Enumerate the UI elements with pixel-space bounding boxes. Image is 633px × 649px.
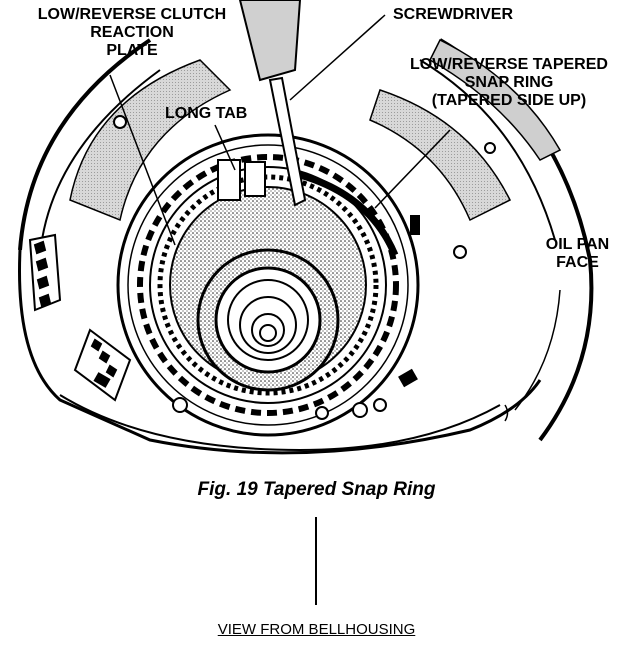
label-screwdriver: SCREWDRIVER — [393, 6, 514, 23]
view-direction-line — [315, 517, 317, 605]
label-long-tab: LONG TAB — [165, 105, 248, 122]
case-slots — [93, 215, 420, 388]
label-snap-ring: LOW/REVERSE TAPERED SNAP RING (TAPERED S… — [386, 56, 632, 110]
label-oil-pan-face-line-2: FACE — [556, 254, 599, 271]
long-tab — [217, 159, 266, 201]
label-snap-ring-line-3: (TAPERED SIDE UP) — [431, 92, 587, 109]
tapered-snap-ring — [299, 171, 399, 257]
case-shading — [69, 38, 562, 222]
screwdriver-leader — [289, 14, 386, 101]
label-snap-ring-line-2: SNAP RING — [464, 74, 554, 91]
label-oil-pan-face: OIL PAN FACE — [530, 236, 625, 272]
view-label: VIEW FROM BELLHOUSING — [217, 621, 416, 638]
label-reaction-plate-line-1: LOW/REVERSE CLUTCH — [37, 6, 227, 23]
screwdriver — [238, 0, 307, 207]
label-reaction-plate: LOW/REVERSE CLUTCH REACTION PLATE — [12, 6, 252, 60]
bolt-holes — [113, 115, 496, 420]
side-gear-teeth — [28, 233, 132, 402]
label-oil-pan-face-line-1: OIL PAN — [545, 236, 610, 253]
center-hub — [196, 248, 340, 392]
label-reaction-plate-line-3: PLATE — [106, 42, 158, 59]
label-reaction-plate-line-2: REACTION — [90, 24, 174, 41]
snap-ring-leader — [374, 129, 451, 209]
label-snap-ring-line-1: LOW/REVERSE TAPERED — [410, 56, 608, 73]
oil-pan-leader — [514, 289, 561, 411]
long-tab-leader — [214, 124, 236, 171]
oil-pan-arrow — [504, 404, 509, 422]
figure-caption: Fig. 19 Tapered Snap Ring — [197, 479, 436, 500]
leader-lines — [109, 14, 561, 422]
reaction-plate-leader — [109, 74, 176, 246]
